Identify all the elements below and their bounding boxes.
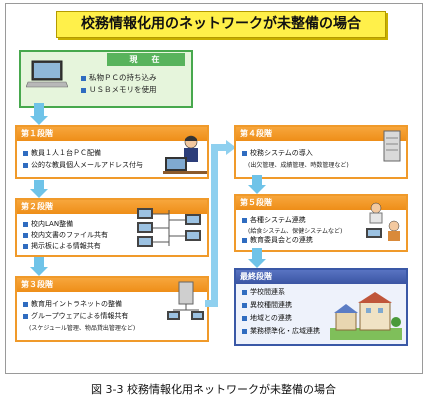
right-arrow-icon: [226, 140, 236, 155]
final-stage-box: 最終段階 学校間連系 異校種間連携 地域との連携 業務標準化・広域連携: [234, 268, 408, 346]
stage-3-note: (スケジュール管理、物品貸出管理など): [29, 325, 136, 332]
stage-1-item: 公的な教員個人メールアドレス付与: [23, 161, 143, 170]
server-network-icon: [167, 281, 204, 320]
stage-5-item: 各種システム連携: [242, 216, 306, 225]
connector-line: [211, 144, 229, 151]
stage-5-box: 第５段階 各種システム連携 (給食システム、保健システムなど) 教育委員会との連…: [234, 194, 408, 252]
bullet-icon: [23, 232, 28, 238]
stage-4-note: (出欠管理、成績管理、時数管理など): [248, 162, 349, 169]
bullet-icon: [23, 221, 28, 227]
bullet-icon: [242, 289, 247, 295]
stage-2-item: 掲示板による情報共有: [23, 242, 101, 251]
final-item: 業務標準化・広域連携: [242, 327, 320, 336]
bullet-icon: [242, 302, 247, 308]
stage-2-item: 校内LAN整備: [23, 220, 73, 229]
final-item: 学校間連系: [242, 288, 285, 297]
stage-1-label: 第１段階: [17, 127, 207, 141]
stage-3-item: グループウェアによる情報共有: [23, 312, 128, 321]
stage-3-box: 第３段階 教育用イントラネットの整備 グループウェアによる情報共有 (スケジュー…: [15, 276, 209, 342]
current-item: ＵＳＢメモリを使用: [81, 85, 157, 95]
stage-5-note: (給食システム、保健システムなど): [248, 228, 343, 235]
diagram-title: 校務情報化用のネットワークが未整備の場合: [56, 11, 386, 38]
stage-2-box: 第２段階 校内LAN整備 校内文書のファイル共有 掲示板による情報共有: [15, 198, 209, 257]
current-state-box: 現 在 私物ＰＣの持ち込み ＵＳＢメモリを使用: [19, 50, 193, 108]
bullet-icon: [23, 301, 28, 307]
stage-3-item: 教育用イントラネットの整備: [23, 300, 122, 309]
stage-1-item: 教員１人１台ＰＣ配備: [23, 149, 101, 158]
teacher-at-pc-icon: [163, 135, 207, 174]
bullet-icon: [81, 75, 86, 81]
down-arrow: [30, 255, 48, 276]
bullet-icon: [242, 217, 247, 223]
final-stage-label: 最終段階: [236, 270, 406, 284]
stage-2-item: 校内文書のファイル共有: [23, 231, 108, 240]
bullet-icon: [242, 237, 247, 243]
bullet-icon: [23, 162, 28, 168]
bullet-icon: [23, 243, 28, 249]
stage-4-label: 第４段階: [236, 127, 406, 141]
down-arrow: [30, 180, 48, 198]
stage-1-box: 第１段階 教員１人１台ＰＣ配備 公的な教員個人メールアドレス付与: [15, 125, 209, 179]
stage-2-label: 第２段階: [17, 200, 207, 214]
figure-caption: 図 3-3 校務情報化用ネットワークが未整備の場合: [91, 383, 336, 396]
bullet-icon: [242, 328, 247, 334]
server-tower-icon: [383, 130, 401, 162]
bullet-icon: [242, 315, 247, 321]
current-item: 私物ＰＣの持ち込み: [81, 73, 157, 83]
diagram-frame: 校務情報化用のネットワークが未整備の場合 現 在 私物ＰＣの持ち込み ＵＳＢメモ…: [5, 3, 423, 374]
connector-line: [211, 144, 218, 307]
down-arrow: [30, 103, 48, 125]
current-state-label: 現 在: [107, 53, 185, 66]
bullet-icon: [81, 87, 86, 93]
stage-4-box: 第４段階 校務システムの導入 (出欠管理、成績管理、時数管理など): [234, 125, 408, 179]
final-item: 異校種間連携: [242, 301, 292, 310]
staff-people-icon: [366, 202, 400, 241]
stage-5-label: 第５段階: [236, 196, 406, 210]
school-buildings-icon: [330, 292, 402, 340]
bullet-icon: [242, 150, 247, 156]
stage-5-item: 教育委員会との連携: [242, 236, 313, 245]
down-arrow: [248, 248, 266, 268]
bullet-icon: [23, 150, 28, 156]
bullet-icon: [23, 313, 28, 319]
lan-network-icon: [137, 208, 201, 247]
stage-3-label: 第３段階: [17, 278, 207, 292]
laptop-icon: [26, 60, 68, 88]
final-item: 地域との連携: [242, 314, 292, 323]
down-arrow: [248, 175, 266, 194]
stage-4-item: 校務システムの導入: [242, 149, 313, 158]
